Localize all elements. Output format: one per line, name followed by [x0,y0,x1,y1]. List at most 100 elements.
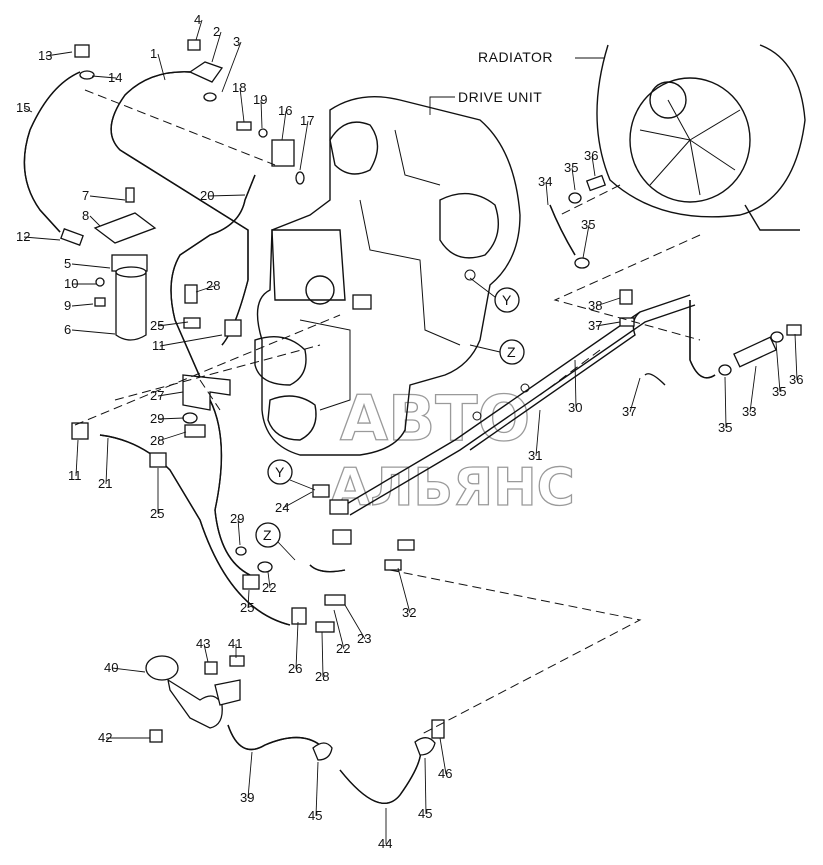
callout-number: 18 [232,80,246,95]
callout-number: 43 [196,636,210,651]
callout-number: 13 [38,48,52,63]
callout-leader [595,297,621,307]
callout-number: 10 [64,276,78,291]
callout-leader [397,567,411,614]
callout-number: 45 [308,808,322,823]
callout-leader [89,195,126,201]
ref-y-2: Y [275,464,285,480]
callout-leader [321,631,324,678]
callout-leader [159,334,223,347]
callout-leader [535,409,541,457]
callout-leader [23,107,33,113]
assembly-labels: RADIATOR DRIVE UNIT [429,49,605,115]
callout-number: 22 [336,641,350,656]
callout-number: 25 [150,506,164,521]
callout-leader [221,41,242,93]
callout-leader [247,589,250,609]
watermark-line1: АВТО [340,382,530,455]
callout-number: 31 [528,448,542,463]
callout-leader [23,236,61,241]
callout-number: 11 [152,338,166,353]
callout-leader [574,359,577,409]
callout-leader [724,376,727,429]
callout-leader [45,51,73,57]
callout-number: 17 [300,113,314,128]
callout-number: 16 [278,103,292,118]
callout-number: 24 [275,500,289,515]
callout-leader [299,120,309,171]
callout-number: 26 [288,661,302,676]
callout-leader [582,224,590,259]
callout-number: 1 [150,46,157,61]
callout-number: 4 [194,12,201,27]
callout-number: 28 [150,433,164,448]
callout-leader [591,155,596,177]
callout-leader [775,341,781,393]
callout-number: 35 [718,420,732,435]
callout-number: 14 [108,70,122,85]
callout-leader [203,643,209,663]
callout-number: 29 [150,411,164,426]
callout-number: 35 [772,384,786,399]
callout-number: 39 [240,790,254,805]
ref-z-2: Z [263,527,272,543]
callout-number: 11 [68,468,82,483]
callout-leader [237,518,241,546]
callout-leader [424,757,427,815]
ref-circle-y-1 [494,287,520,313]
callout-number: 7 [82,188,89,203]
callout-number: 41 [228,636,242,651]
callout-leader [195,285,215,293]
callout-number: 32 [402,605,416,620]
callout-leader [157,321,189,327]
drive-unit [254,95,530,456]
callout-leader [71,329,116,335]
callout-number: 35 [581,217,595,232]
callout-number: 45 [418,806,432,821]
callout-leader [71,263,111,269]
callout-leader [211,31,222,63]
ref-circle-y-2 [267,459,293,485]
oil-filter-assembly [93,187,157,341]
callout-number: 27 [150,388,164,403]
callout-number: 12 [16,229,30,244]
watermark-line2: АЛЬЯНС [330,458,575,518]
callout-leader [749,365,757,413]
callout-leader [571,167,576,191]
callout-number: 33 [742,404,756,419]
callout-number: 42 [98,730,112,745]
callout-leader [207,194,246,197]
callout-leader [545,181,549,206]
callout-leader [439,737,447,775]
callout-leader [295,621,299,670]
callout-number: 25 [240,600,254,615]
callout-number: 36 [584,148,598,163]
callout-numbers: 1314142318191617152078125109628251127292… [16,12,803,851]
callout-leader [91,75,117,79]
callout-leader [282,491,313,509]
callout-number: 2 [213,24,220,39]
callout-number: 23 [357,631,371,646]
callout-leader [111,667,146,673]
fittings [60,39,802,761]
callout-leader [157,417,185,420]
callout-number: 19 [253,92,267,107]
callout-number: 3 [233,34,240,49]
callout-number: 37 [622,404,636,419]
callout-number: 6 [64,322,71,337]
callout-number: 28 [206,278,220,293]
callout-leader [105,437,109,485]
callout-leader [71,303,94,307]
callout-number: 25 [150,318,164,333]
ref-circle-z-2 [255,522,281,548]
callout-number: 46 [438,766,452,781]
ref-y-1: Y [502,292,512,308]
callout-number: 36 [789,372,803,387]
callout-number: 44 [378,836,392,851]
callout-leader [333,609,345,650]
callout-leader [157,431,187,442]
callout-number: 8 [82,208,89,223]
callout-leader [794,333,798,381]
ref-z-1: Z [507,344,516,360]
